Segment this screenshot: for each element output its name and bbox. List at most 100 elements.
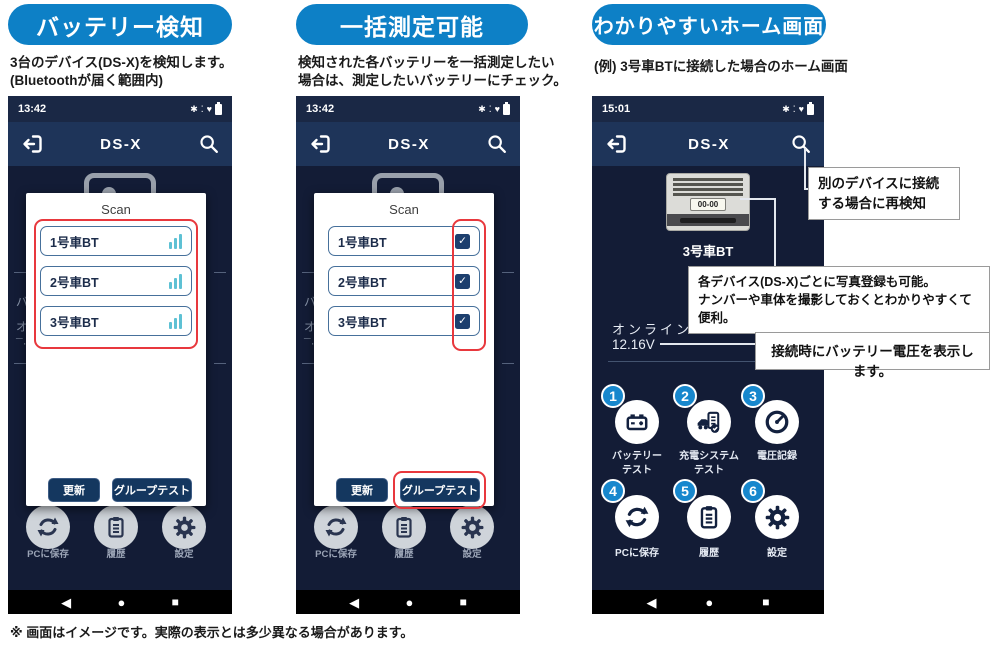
badge-label: わかりやすいホーム画面 xyxy=(593,16,825,38)
dock-label: PCに保存 xyxy=(315,549,357,560)
bg-text-fragment: オ xyxy=(304,320,317,334)
menu-settings-button[interactable] xyxy=(755,495,799,539)
menu-label: 履歴 xyxy=(699,548,719,559)
device-row[interactable]: 2号車BT ✓ xyxy=(328,266,480,296)
app-bar: DS-X xyxy=(296,122,520,166)
step-badge: 2 xyxy=(673,384,697,408)
status-bar: 15:01 ✱ ⁚ ♥ xyxy=(592,96,824,122)
divider xyxy=(608,361,808,362)
section-description: (例) 3号車BTに接続した場合のホーム画面 xyxy=(594,58,848,76)
dialog-title: Scan xyxy=(389,202,419,217)
checkbox-checked[interactable]: ✓ xyxy=(455,233,470,249)
gauge-icon xyxy=(764,409,790,435)
exit-icon[interactable] xyxy=(20,132,44,156)
section-badge: 一括測定可能 xyxy=(296,4,528,45)
connector-line xyxy=(774,198,776,268)
device-name: 2号車BT xyxy=(338,275,387,290)
dock-save-pc-button[interactable] xyxy=(314,505,358,549)
menu-label: バッテリーテスト xyxy=(612,451,662,476)
clock: 15:01 xyxy=(602,103,631,115)
menu-label: 設定 xyxy=(767,548,787,559)
clock: 13:42 xyxy=(306,103,335,115)
charge-system-icon xyxy=(696,409,722,435)
menu-charge-system-button[interactable] xyxy=(687,400,731,444)
battery-icon xyxy=(215,101,222,115)
status-bar: 13:42 ✱ ⁚ ♥ xyxy=(8,96,232,122)
app-bar: DS-X xyxy=(8,122,232,166)
connector-line xyxy=(804,148,806,190)
device-name: 1号車BT xyxy=(50,235,99,250)
nav-home-button[interactable]: ● xyxy=(705,594,714,610)
update-button[interactable]: 更新 xyxy=(336,478,388,502)
step-badge: 6 xyxy=(741,479,765,503)
menu-label: 充電システムテスト xyxy=(679,451,739,476)
bg-text-fragment: オ xyxy=(16,320,29,334)
scan-dialog: Scan 1号車BT ✓ 2号車BT ✓ 3号車BT ✓ 更新 xyxy=(314,193,494,509)
badge-label: 一括測定可能 xyxy=(340,13,484,40)
dock-history-button[interactable] xyxy=(94,505,138,549)
nav-recents-button[interactable]: ■ xyxy=(171,595,179,609)
nav-back-button[interactable]: ◀ xyxy=(349,594,360,610)
device-row[interactable]: 3号車BT ✓ xyxy=(328,306,480,336)
search-icon[interactable] xyxy=(790,133,812,155)
device-row[interactable]: 1号車BT ✓ xyxy=(328,226,480,256)
nav-recents-button[interactable]: ■ xyxy=(459,595,467,609)
step-badge: 1 xyxy=(601,384,625,408)
desc-line: 検知された各バッテリーを一括測定したい xyxy=(298,55,555,70)
dock-label: 履歴 xyxy=(394,549,414,560)
bluetooth-icon: ✱ xyxy=(478,103,486,114)
exit-icon[interactable] xyxy=(308,132,332,156)
update-button[interactable]: 更新 xyxy=(48,478,100,502)
device-row[interactable]: 3号車BT xyxy=(40,306,192,336)
clipboard-icon xyxy=(392,515,416,539)
signal-bars-icon xyxy=(169,233,182,249)
device-row[interactable]: 1号車BT xyxy=(40,226,192,256)
signal-icon: ⁚ xyxy=(488,103,492,114)
battery-test-icon xyxy=(624,409,650,435)
desc-line: (例) 3号車BTに接続した場合のホーム画面 xyxy=(594,59,848,74)
nav-recents-button[interactable]: ■ xyxy=(762,595,770,609)
group-test-button[interactable]: グループテスト xyxy=(400,478,480,502)
menu-label: PCに保存 xyxy=(615,548,659,559)
nav-home-button[interactable]: ● xyxy=(405,594,414,610)
sync-icon xyxy=(324,515,348,539)
menu-voltage-record-button[interactable] xyxy=(755,400,799,444)
app-title: DS-X xyxy=(100,135,142,153)
bg-text-fragment: バ xyxy=(304,295,317,309)
search-icon[interactable] xyxy=(486,133,508,155)
checkbox-checked[interactable]: ✓ xyxy=(455,313,470,329)
search-icon[interactable] xyxy=(198,133,220,155)
menu-save-pc-button[interactable] xyxy=(615,495,659,539)
nav-back-button[interactable]: ◀ xyxy=(646,594,657,610)
desc-line: 場合は、測定したいバッテリーにチェック。 xyxy=(298,72,567,88)
badge-label: バッテリー検知 xyxy=(36,13,204,40)
dock-settings-button[interactable] xyxy=(450,505,494,549)
dock-settings-button[interactable] xyxy=(162,505,206,549)
dock-save-pc-button[interactable] xyxy=(26,505,70,549)
step-badge: 3 xyxy=(741,384,765,408)
clipboard-icon xyxy=(104,515,128,539)
checkbox-checked[interactable]: ✓ xyxy=(455,273,470,289)
dock-label: 履歴 xyxy=(106,549,126,560)
menu-history-button[interactable] xyxy=(687,495,731,539)
group-test-button[interactable]: グループテスト xyxy=(112,478,192,502)
wifi-icon: ♥ xyxy=(494,104,500,114)
battery-icon xyxy=(503,101,510,115)
device-photo-truck: 00-00 xyxy=(666,173,750,231)
connector-line xyxy=(740,198,776,200)
online-status: オンライン xyxy=(612,322,693,337)
section-description: 検知された各バッテリーを一括測定したい 場合は、測定したいバッテリーにチェック。 xyxy=(298,54,567,89)
dock-history-button[interactable] xyxy=(382,505,426,549)
connected-device-label: 3号車BT xyxy=(682,244,734,259)
device-name: 1号車BT xyxy=(338,235,387,250)
dock-label: PCに保存 xyxy=(27,549,69,560)
nav-home-button[interactable]: ● xyxy=(117,594,126,610)
exit-icon[interactable] xyxy=(604,132,628,156)
battery-icon xyxy=(807,101,814,115)
device-row[interactable]: 2号車BT xyxy=(40,266,192,296)
menu-battery-test-button[interactable] xyxy=(615,400,659,444)
nav-back-button[interactable]: ◀ xyxy=(61,594,72,610)
phone-body: バ オ ¯·¯ PCに保存 履歴 設定 Scan 1号車BT xyxy=(8,166,232,590)
wifi-icon: ♥ xyxy=(206,104,212,114)
